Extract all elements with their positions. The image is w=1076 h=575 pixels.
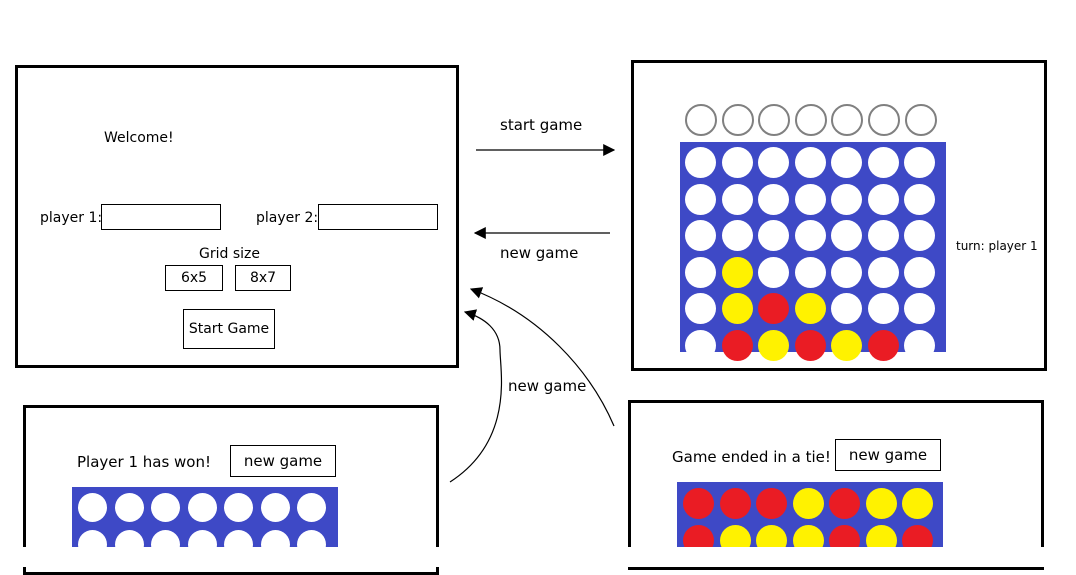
win-screen: Player 1 has won! new game bbox=[23, 405, 439, 575]
board-cell bbox=[904, 293, 935, 324]
board-cell bbox=[78, 493, 107, 522]
tie-screen: Game ended in a tie! new game bbox=[628, 400, 1044, 570]
board-cell bbox=[187, 493, 217, 522]
new-game-arrow-from-tie bbox=[469, 287, 615, 427]
board-cell bbox=[831, 293, 862, 324]
board-cell bbox=[721, 329, 753, 361]
board-cell bbox=[685, 220, 716, 251]
board-cell bbox=[904, 147, 935, 178]
board-cell bbox=[904, 329, 935, 361]
board-cell bbox=[685, 293, 716, 324]
board-cell bbox=[758, 220, 789, 251]
board-cell bbox=[867, 256, 899, 288]
drop-preview-circle[interactable] bbox=[685, 104, 717, 136]
grid-size-8x7-button[interactable]: 8x7 bbox=[235, 265, 291, 291]
player1-label: player 1: bbox=[40, 210, 103, 226]
board-cell bbox=[758, 256, 789, 288]
player2-label: player 2: bbox=[256, 210, 319, 226]
new-game-arrow-from-win bbox=[449, 309, 503, 483]
drop-preview-circle[interactable] bbox=[721, 104, 754, 136]
board-cell bbox=[831, 256, 862, 288]
board-cell bbox=[721, 293, 753, 324]
new-game-transition-label: new game bbox=[500, 244, 579, 262]
board-cell bbox=[758, 183, 789, 215]
board-cell bbox=[721, 147, 753, 178]
board-cell bbox=[224, 493, 253, 522]
tie-new-game-button[interactable]: new game bbox=[835, 439, 941, 471]
board-cell bbox=[297, 493, 326, 522]
board-cell bbox=[867, 220, 899, 251]
board-cell bbox=[758, 329, 789, 361]
board-cell bbox=[829, 488, 860, 519]
board-cell bbox=[260, 493, 290, 522]
board-cell bbox=[865, 488, 897, 519]
board-cell bbox=[831, 183, 862, 215]
drop-preview-circle[interactable] bbox=[904, 104, 937, 136]
grid-size-label: Grid size bbox=[199, 246, 260, 262]
board-cell bbox=[758, 147, 789, 178]
bottom-margin bbox=[0, 547, 1076, 567]
board-cell bbox=[685, 329, 716, 361]
board-cell bbox=[794, 220, 826, 251]
board-cell bbox=[867, 329, 899, 361]
board-cell bbox=[685, 183, 716, 215]
player2-input[interactable] bbox=[318, 204, 438, 230]
board-cell bbox=[831, 147, 862, 178]
board-cell bbox=[831, 220, 862, 251]
board-cell bbox=[683, 488, 714, 519]
drop-preview-circle[interactable] bbox=[831, 104, 864, 136]
board-cell bbox=[685, 256, 716, 288]
win-new-game-button[interactable]: new game bbox=[230, 445, 336, 477]
grid-size-6x5-button[interactable]: 6x5 bbox=[165, 265, 223, 291]
drop-preview-circle[interactable] bbox=[758, 104, 791, 136]
board-cell bbox=[794, 329, 826, 361]
board-cell bbox=[721, 183, 753, 215]
new-game-transition-label-bottom: new game bbox=[508, 377, 587, 395]
board-cell bbox=[721, 220, 753, 251]
board-cell bbox=[792, 488, 824, 519]
board-cell bbox=[904, 183, 935, 215]
board-cell bbox=[758, 293, 789, 324]
welcome-title: Welcome! bbox=[104, 130, 174, 146]
board-cell bbox=[904, 220, 935, 251]
board-cell bbox=[867, 147, 899, 178]
board-cell bbox=[794, 293, 826, 324]
board-cell bbox=[831, 329, 862, 361]
board-cell bbox=[902, 488, 933, 519]
board-cell bbox=[794, 256, 826, 288]
game-board bbox=[680, 142, 946, 361]
board-cell bbox=[719, 488, 751, 519]
board-cell bbox=[114, 493, 144, 522]
board-cell bbox=[904, 256, 935, 288]
board-cell bbox=[867, 293, 899, 324]
tie-message: Game ended in a tie! bbox=[672, 448, 831, 466]
drop-preview-circle[interactable] bbox=[868, 104, 900, 136]
start-game-button[interactable]: Start Game bbox=[183, 309, 275, 349]
welcome-screen: Welcome! player 1: player 2: Grid size 6… bbox=[15, 65, 459, 368]
board-cell bbox=[794, 183, 826, 215]
board-cell bbox=[867, 183, 899, 215]
board-cell bbox=[721, 256, 753, 288]
game-screen: turn: player 1 bbox=[631, 60, 1047, 371]
board-cell bbox=[794, 147, 826, 178]
player1-input[interactable] bbox=[101, 204, 221, 230]
board-cell bbox=[685, 147, 716, 178]
win-message: Player 1 has won! bbox=[77, 453, 212, 471]
start-game-transition-label: start game bbox=[500, 116, 583, 134]
turn-indicator: turn: player 1 bbox=[956, 239, 1038, 253]
board-cell bbox=[756, 488, 787, 519]
drop-preview-circle[interactable] bbox=[794, 104, 827, 136]
board-cell bbox=[151, 493, 180, 522]
